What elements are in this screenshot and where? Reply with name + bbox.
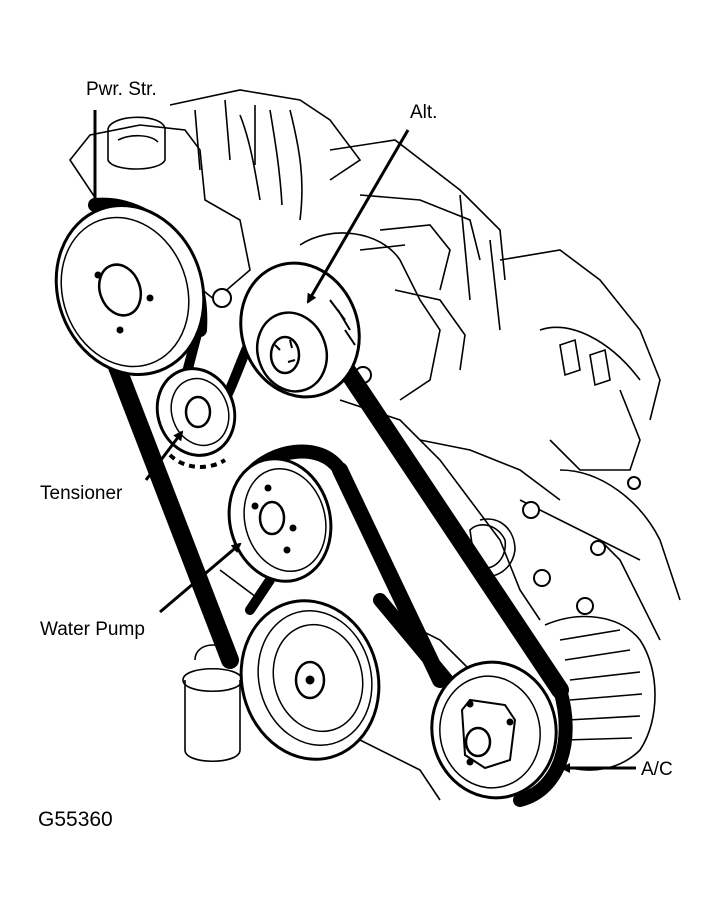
water-pump-arrow: [159, 542, 242, 614]
ac-label: A/C: [641, 759, 673, 780]
alternator-pulley: [239, 261, 361, 399]
ac-compressor-pulley: [430, 660, 558, 800]
tensioner-arrow: [144, 430, 184, 481]
alternator-label: Alt.: [410, 102, 438, 123]
power-steering-label: Pwr. Str.: [86, 79, 157, 100]
tensioner-label: Tensioner: [40, 483, 123, 504]
engine-block: [69, 89, 681, 801]
alt-arrow: [306, 129, 410, 304]
figure-code: G55360: [38, 808, 113, 831]
water-pump-label: Water Pump: [40, 619, 145, 640]
crankshaft-pulley: [239, 599, 381, 761]
power-steering-pulley: [54, 204, 206, 376]
leader-arrows: [90, 110, 636, 773]
water-pump-pulley: [227, 457, 333, 583]
